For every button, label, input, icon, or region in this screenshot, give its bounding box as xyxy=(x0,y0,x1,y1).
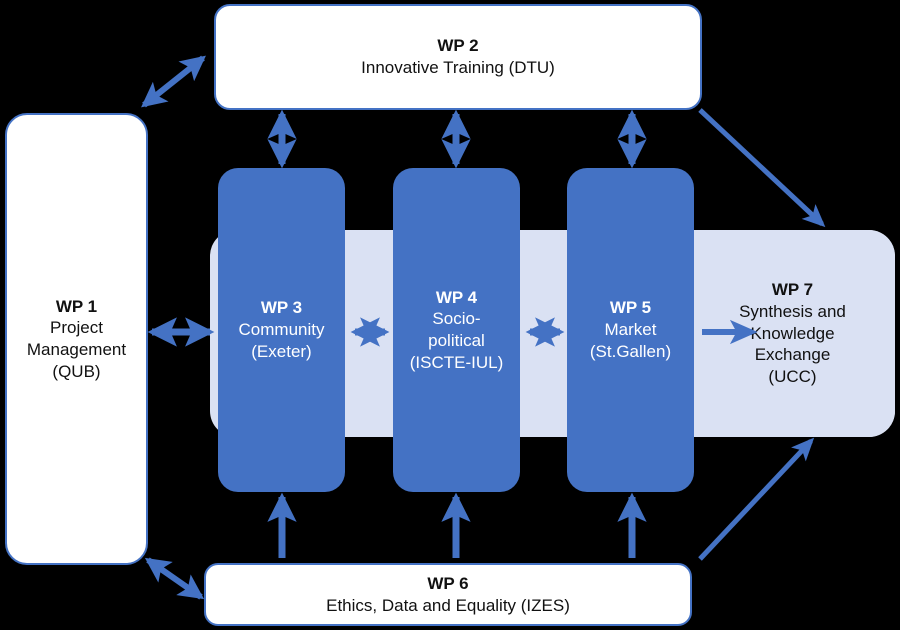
wp6-title: WP 6 xyxy=(427,573,469,593)
wp5-line-1: Market xyxy=(604,320,657,340)
wp2-title: WP 2 xyxy=(437,36,479,56)
wp7-node[interactable]: WP 7 Synthesis and Knowledge Exchange (U… xyxy=(690,230,895,437)
connector-wp1-wp6 xyxy=(144,557,205,600)
wp1-title: WP 1 xyxy=(55,296,98,316)
wp7-line-2: Knowledge xyxy=(750,323,835,343)
connector-wp2-wp7 xyxy=(698,108,826,228)
wp1-line-2: Management xyxy=(26,340,127,359)
wp3-node[interactable]: WP 3 Community (Exeter) xyxy=(218,168,345,492)
wp7-line-4: (UCC) xyxy=(768,367,817,387)
wp4-line-3: (ISCTE-IUL) xyxy=(409,352,504,372)
wp3-title: WP 3 xyxy=(260,298,303,318)
wp6-node[interactable]: WP 6 Ethics, Data and Equality (IZES) xyxy=(204,563,692,626)
wp1-line-1: Project xyxy=(50,318,103,338)
wp4-line-2: political xyxy=(428,331,485,350)
wp4-title: WP 4 xyxy=(435,287,478,307)
wp1-line-3: (QUB) xyxy=(52,361,101,381)
wp3-line-2: (Exeter) xyxy=(251,341,312,361)
wp3-line-1: Community xyxy=(238,320,325,340)
wp4-node[interactable]: WP 4 Socio- political (ISCTE-IUL) xyxy=(393,168,520,492)
wp5-line-2: (St.Gallen) xyxy=(589,341,672,361)
wp7-line-3: Exchange xyxy=(754,345,831,365)
wp2-node[interactable]: WP 2 Innovative Training (DTU) xyxy=(214,4,702,110)
wp5-title: WP 5 xyxy=(609,298,652,318)
wp6-line-1: Ethics, Data and Equality (IZES) xyxy=(326,595,570,615)
wp5-node[interactable]: WP 5 Market (St.Gallen) xyxy=(567,168,694,492)
wp7-line-1: Synthesis and xyxy=(739,301,846,321)
wp2-line-1: Innovative Training (DTU) xyxy=(361,58,555,77)
wp4-line-1: Socio- xyxy=(432,309,481,329)
connector-wp6-wp7 xyxy=(698,437,815,561)
connector-wp1-wp2 xyxy=(141,55,206,108)
wp1-node[interactable]: WP 1 Project Management (QUB) xyxy=(5,113,148,565)
wp7-title: WP 7 xyxy=(771,280,814,300)
